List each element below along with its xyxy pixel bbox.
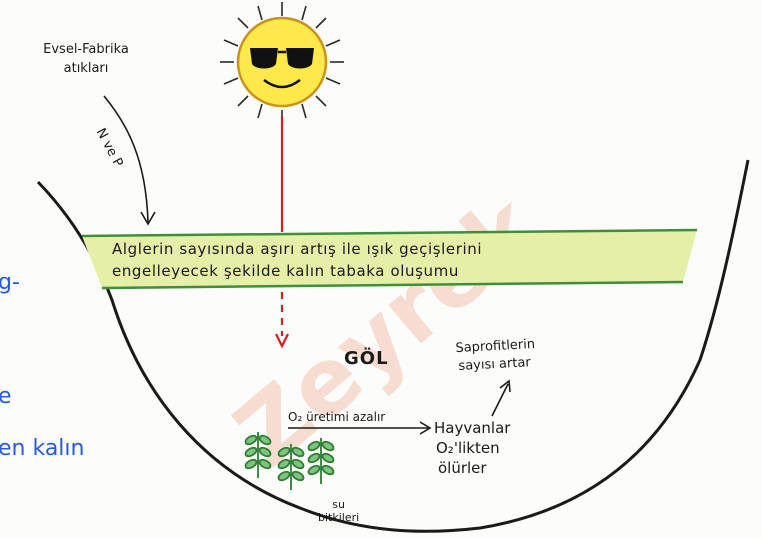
margin-text-fragment: e [0,384,12,409]
light-ray-arrowhead [275,333,289,349]
plants-line2: bitkileri [318,511,360,524]
o2-production-label: O₂ üretimi azalır [288,410,386,424]
o2-arrowhead [419,421,432,435]
algae-band-label: Alglerin sayısında aşırı artış ile ışık … [112,238,482,282]
waste-arrow [103,95,149,223]
waste-source-label: Evsel-Fabrika atıkları [16,40,156,78]
animals-line2: O₂'likten [436,439,500,457]
plants-line1: su [332,498,345,511]
waste-source-line1: Evsel-Fabrika [43,42,129,57]
lake-basin-outline [36,159,750,533]
algae-band-line1: Alglerin sayısında aşırı artış ile ışık … [112,240,483,258]
algae-layer [82,230,697,288]
saprophyte-arrow [491,383,509,417]
algae-band-line2: engelleyecek şekilde kalın tabaka oluşum… [112,262,459,280]
algae-layer-bottom-edge [101,280,684,290]
animals-line1: Hayvanlar [434,419,511,437]
plants-label: su bitkileri [318,498,359,524]
margin-text-fragment: en kalın [0,436,85,461]
saprophyte-arrowhead [499,379,511,393]
margin-text-fragment: g- [0,270,20,295]
animals-line3: ölürler [438,459,487,477]
sun-icon [220,2,344,124]
aquatic-plant-icon [244,432,272,478]
animals-label: Hayvanlar O₂'likten ölürler [434,418,510,478]
aquatic-plant-icon [277,444,305,490]
algae-layer-top-edge [81,228,698,238]
lake-label: GÖL [344,348,389,369]
aquatic-plant-icon [307,438,335,484]
saprophyte-label: Saprofitlerin sayısı artar [455,336,536,376]
waste-source-line2: atıkları [63,61,109,76]
waste-arrowhead [140,211,156,226]
